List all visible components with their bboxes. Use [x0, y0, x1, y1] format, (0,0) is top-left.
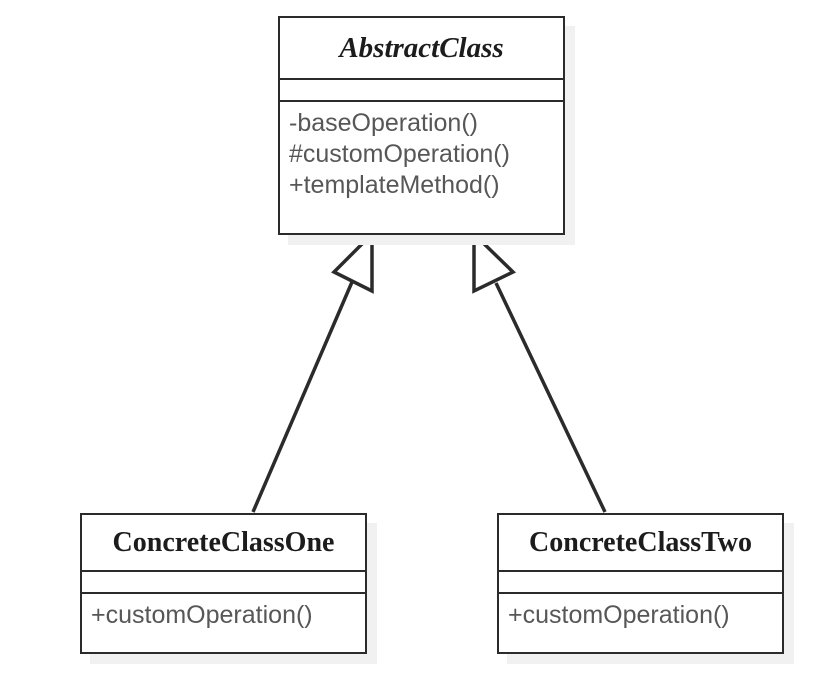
- operations-compartment-concrete-class-one: +customOperation(): [82, 594, 365, 637]
- class-box-concrete-class-one[interactable]: ConcreteClassOne +customOperation(): [80, 513, 367, 654]
- operation-base-operation: -baseOperation(): [289, 109, 478, 137]
- hollow-triangle-arrowhead-one: [331, 229, 374, 294]
- generalization-line-one: [251, 281, 354, 513]
- operation-custom-operation-two: +customOperation(): [508, 601, 730, 629]
- class-name-concrete-class-one: ConcreteClassOne: [112, 526, 335, 558]
- attributes-compartment-concrete-class-one: [82, 570, 365, 594]
- operations-compartment-abstract-class: -baseOperation() #customOperation() +tem…: [280, 102, 563, 207]
- generalization-line-two: [494, 282, 607, 513]
- operation-custom-operation-one: +customOperation(): [91, 601, 313, 629]
- attributes-compartment-concrete-class-two: [499, 570, 782, 594]
- class-box-abstract-class[interactable]: AbstractClass -baseOperation() #customOp…: [278, 16, 565, 235]
- generalization-edge-two: [472, 229, 607, 513]
- operations-compartment-concrete-class-two: +customOperation(): [499, 594, 782, 637]
- class-box-concrete-class-two[interactable]: ConcreteClassTwo +customOperation(): [497, 513, 784, 654]
- hollow-triangle-arrowhead-two: [472, 229, 517, 294]
- attributes-compartment-abstract-class: [280, 78, 563, 102]
- operation-custom-operation: #customOperation(): [289, 140, 510, 168]
- class-name-abstract-class: AbstractClass: [339, 31, 504, 64]
- generalization-edge-one: [251, 229, 374, 513]
- class-name-concrete-class-two: ConcreteClassTwo: [529, 526, 752, 558]
- operation-template-method: +templateMethod(): [289, 171, 500, 199]
